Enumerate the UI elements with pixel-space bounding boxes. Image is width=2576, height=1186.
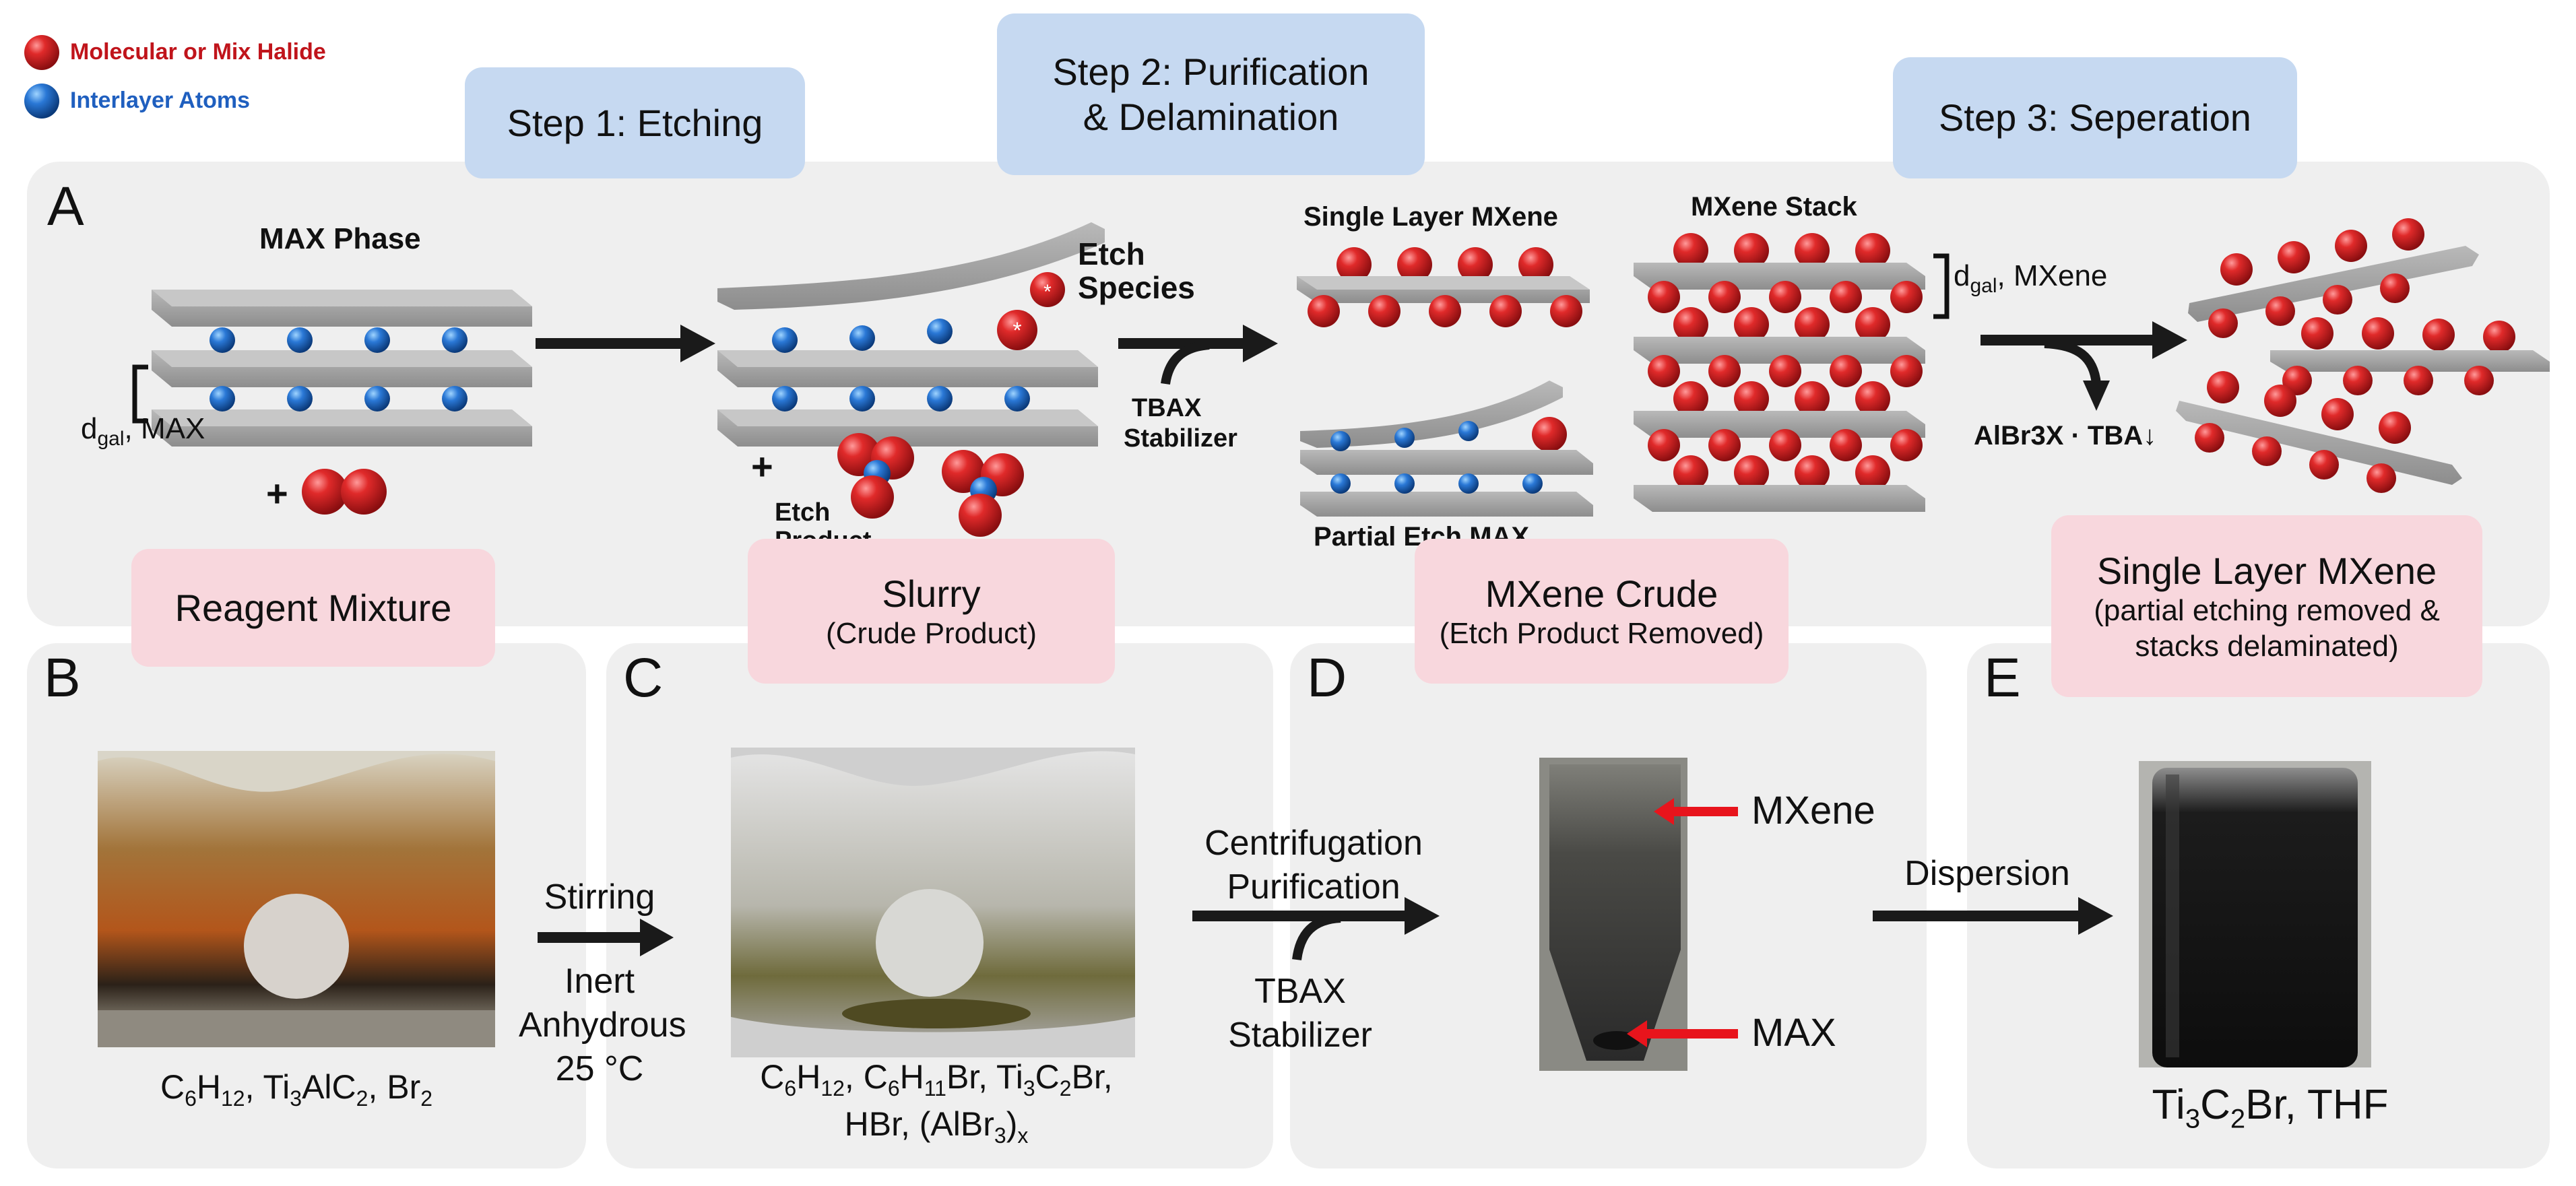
single-layer-sublabel-1: (partial etching removed & (2094, 593, 2440, 627)
dgal-mxene-label: dgal, MXene (1954, 259, 2108, 297)
max-photo-label: MAX (1751, 1011, 1836, 1055)
partial-etch-max (1300, 381, 1593, 517)
step3-label: Step 3: Seperation (1939, 96, 2251, 139)
photo-slurry-flask (731, 748, 1135, 1057)
etch-species-label-2: Species (1078, 270, 1195, 305)
stabilizer-process-label: Stabilizer (1228, 1016, 1372, 1055)
slurry-label: Slurry (882, 572, 981, 615)
legend-halide-label: Molecular or Mix Halide (70, 39, 326, 65)
mxene-photo-label: MXene (1751, 789, 1875, 832)
arrow-centrifugation-branch (1292, 913, 1341, 961)
mxene-crude-sublabel: (Etch Product Removed) (1439, 616, 1764, 650)
separated-flakes (2176, 218, 2550, 493)
tbax-label-2: Stabilizer (1124, 424, 1237, 453)
photo-reagent-flask (98, 751, 495, 1047)
formula-e: Ti3C2Br, THF (2152, 1082, 2389, 1134)
tbax-process-label: TBAX (1254, 972, 1346, 1011)
step2-tag: Step 2: Purification & Delamination (997, 13, 1425, 175)
etch-product-label-1: Etch (775, 498, 831, 527)
etch-product-clusters (837, 433, 1024, 537)
etching-stack: * * (717, 222, 1105, 447)
single-layer-label: Single Layer MXene (2096, 549, 2437, 592)
max-phase-stack (152, 290, 532, 447)
etch-species-label-1: Etch (1078, 236, 1145, 271)
panel-d-letter: D (1307, 647, 1347, 709)
reagent-atom-1 (302, 469, 348, 515)
mxene-crude-tag: MXene Crude (Etch Product Removed) (1415, 539, 1789, 684)
svg-text:*: * (1012, 318, 1021, 343)
dgal-max-bracket (132, 364, 148, 424)
tbax-label-1: TBAX (1132, 394, 1202, 422)
stirring-label: Stirring (544, 878, 655, 917)
photo-vial (2139, 761, 2371, 1067)
formula-b: C6H12, Ti3AlC2, Br2 (160, 1068, 433, 1111)
temperature-label: 25 °C (555, 1049, 644, 1088)
mxene-stack (1634, 233, 1925, 512)
step2-label-line2: & Delamination (1083, 96, 1339, 138)
max-phase-label: MAX Phase (259, 222, 421, 255)
legend-blue-atom (24, 84, 59, 119)
step2-label-line1: Step 2: Purification (1052, 50, 1370, 93)
dgal-max-label: dgal, MAX (81, 412, 205, 450)
slurry-tag: Slurry (Crude Product) (748, 539, 1115, 684)
reagent-mixture-label: Reagent Mixture (174, 586, 452, 629)
reagent-mixture-tag: Reagent Mixture (131, 549, 495, 667)
mxene-crude-label: MXene Crude (1485, 572, 1718, 615)
step1-label: Step 1: Etching (507, 101, 763, 144)
plus-sign-1: + (266, 472, 288, 515)
reagent-atom-2 (341, 469, 387, 515)
panel-e-letter: E (1984, 647, 2021, 709)
centrifugation-label: Centrifugation (1204, 824, 1423, 863)
purification-label: Purification (1227, 867, 1400, 907)
dgal-mxene-bracket (1933, 253, 1950, 319)
step3-tag: Step 3: Seperation (1893, 57, 2297, 178)
single-layer-tag: Single Layer MXene (partial etching remo… (2051, 515, 2482, 697)
albr-label: AlBr3X · TBA↓ (1974, 421, 2157, 451)
legend-red-atom (24, 35, 59, 70)
panel-a-letter: A (47, 176, 84, 237)
dispersion-label: Dispersion (1904, 854, 2070, 893)
slurry-sublabel: (Crude Product) (825, 616, 1037, 650)
legend-interlayer-label: Interlayer Atoms (70, 88, 251, 113)
formula-c-line2: HBr, (AlBr3)x (844, 1105, 1029, 1148)
plus-sign-2: + (751, 445, 773, 488)
formula-c-line1: C6H12, C6H11Br, Ti3C2Br, (760, 1058, 1113, 1100)
panel-b-letter: B (44, 647, 81, 709)
step1-tag: Step 1: Etching (465, 67, 805, 178)
mxene-stack-label: MXene Stack (1691, 192, 1857, 222)
svg-text:*: * (1043, 281, 1052, 303)
single-layer-sublabel-2: stacks delaminated) (2135, 629, 2399, 663)
single-layer-mxene-label: Single Layer MXene (1303, 202, 1558, 232)
inert-label: Inert (564, 962, 635, 1001)
arrow-step3-branch (2044, 339, 2101, 385)
panel-c-letter: C (623, 647, 664, 709)
single-layer-mxene (1297, 247, 1590, 327)
arrow-step2-branch (1161, 340, 1210, 385)
anhydrous-label: Anhydrous (519, 1006, 686, 1045)
